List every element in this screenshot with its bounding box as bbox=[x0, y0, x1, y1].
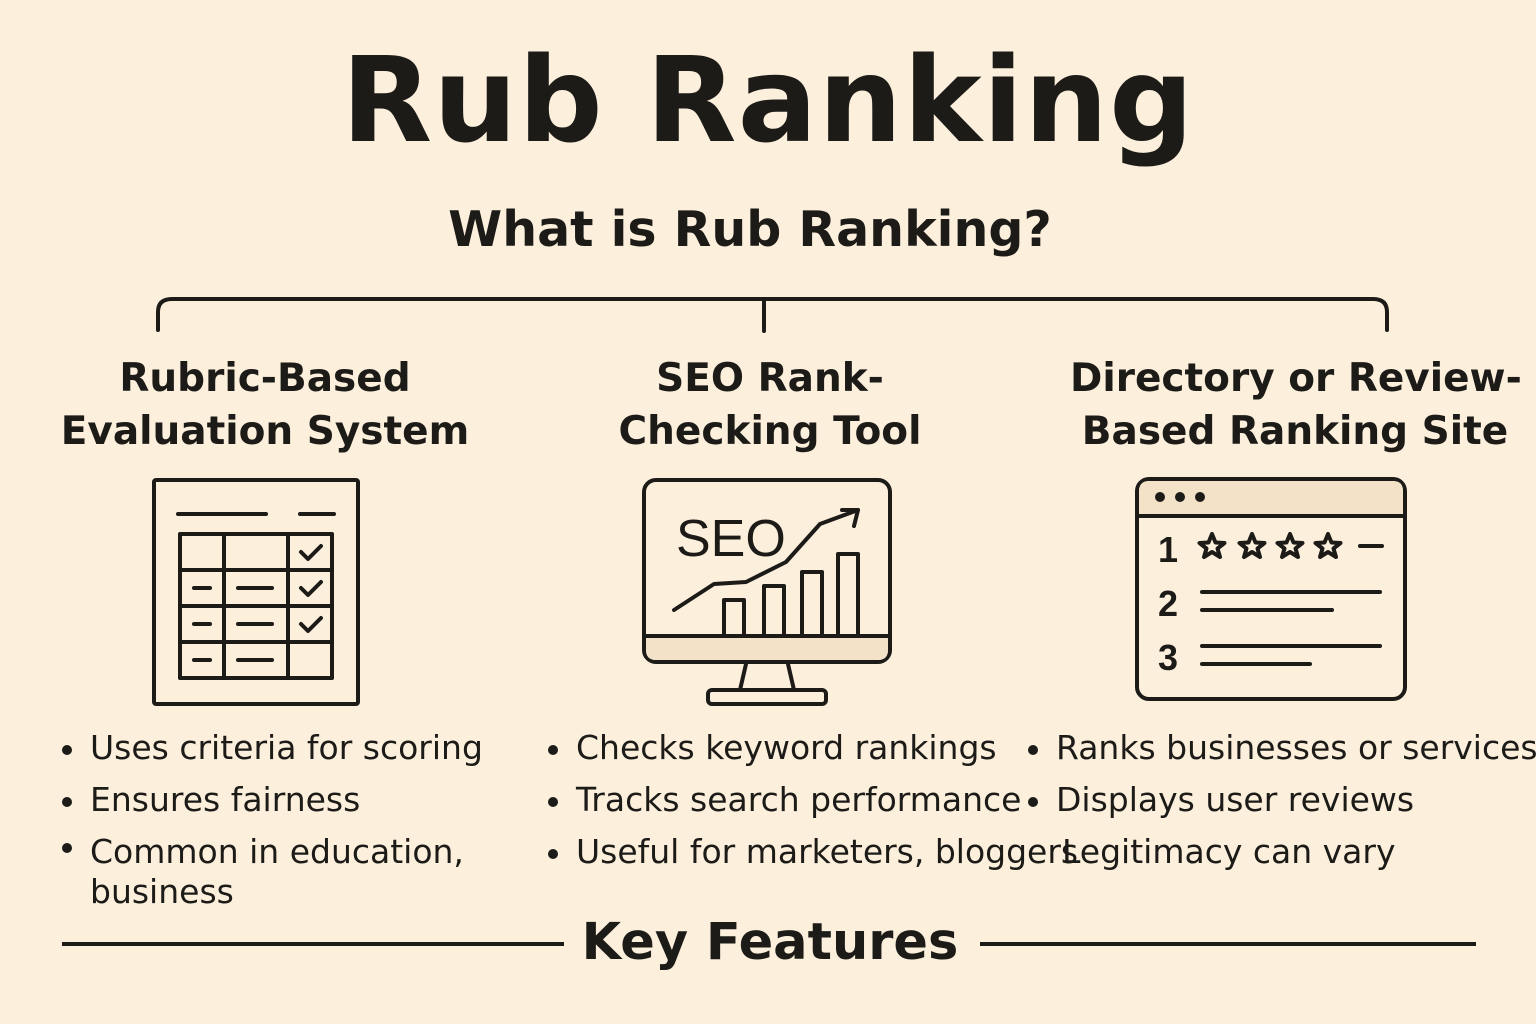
star-rating-icon bbox=[1197, 532, 1343, 559]
column-title-line: Directory or Review- bbox=[1070, 356, 1522, 401]
page-subtitle: What is Rub Ranking? bbox=[448, 201, 1052, 258]
bullet-list-rubric: Uses criteria for scoring Ensures fairne… bbox=[60, 722, 500, 912]
column-title-line: SEO Rank- bbox=[656, 356, 884, 401]
rank-number: 3 bbox=[1158, 637, 1178, 678]
column-title-line: Based Ranking Site bbox=[1081, 409, 1509, 454]
column-title-rubric: Rubric-Based Evaluation System bbox=[40, 352, 490, 458]
column-title-line: Rubric-Based bbox=[119, 356, 411, 401]
list-item: Useful for marketers, bloggers bbox=[546, 826, 1078, 878]
column-title-directory: Directory or Review- Based Ranking Site bbox=[1070, 352, 1522, 458]
bullet-list-directory: Ranks businesses or services Displays us… bbox=[1026, 722, 1536, 878]
rank-number: 1 bbox=[1158, 529, 1178, 570]
rubric-table-icon bbox=[152, 478, 360, 706]
seo-monitor-icon: SEO bbox=[642, 478, 892, 706]
seo-icon-label: SEO bbox=[676, 510, 786, 568]
column-title-line: Checking Tool bbox=[618, 409, 922, 454]
footer-rule-right bbox=[980, 942, 1476, 946]
column-title-seo: SEO Rank- Checking Tool bbox=[545, 352, 995, 458]
list-item: Legitimacy can vary bbox=[1062, 832, 1396, 871]
list-item: Ensures fairness bbox=[60, 774, 500, 826]
list-item: Tracks search performance bbox=[546, 774, 1026, 826]
ranking-list-browser-icon: 1 2 3 bbox=[1135, 477, 1407, 701]
footer-rule-left bbox=[62, 942, 564, 946]
bullet-list-seo: Checks keyword rankings Tracks search pe… bbox=[546, 722, 1078, 878]
page-title: Rub Ranking bbox=[341, 31, 1195, 169]
list-item: Uses criteria for scoring bbox=[60, 722, 500, 774]
list-item: Displays user reviews bbox=[1026, 774, 1526, 826]
list-item: Checks keyword rankings bbox=[546, 722, 1026, 774]
list-item: Ranks businesses or services bbox=[1026, 722, 1536, 774]
list-item: Common in education, business bbox=[60, 826, 470, 912]
footer-title: Key Features bbox=[581, 913, 959, 972]
rank-number: 2 bbox=[1158, 583, 1178, 624]
column-title-line: Evaluation System bbox=[60, 409, 470, 454]
